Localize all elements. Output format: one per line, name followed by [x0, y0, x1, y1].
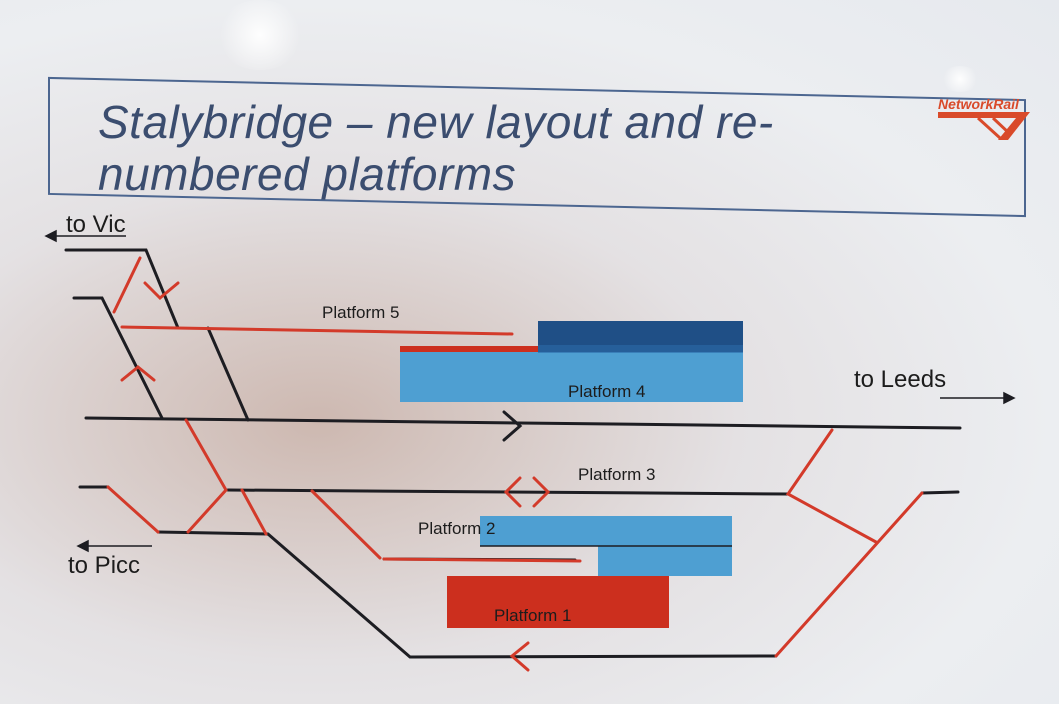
- destination-leeds: to Leeds: [854, 366, 947, 393]
- track-picc-2: [156, 530, 778, 659]
- arrow-leeds-head: [1003, 391, 1016, 405]
- direction-arrow-east: [502, 410, 523, 442]
- track-main-up: [84, 416, 962, 430]
- red-track-junction-west: [184, 418, 228, 534]
- track-crossover: [206, 326, 250, 422]
- arrow-vic-head: [44, 229, 57, 243]
- track-leeds-end: [920, 490, 960, 495]
- platform-4-block: [400, 352, 743, 402]
- red-double-arrow-right: [532, 476, 551, 508]
- destination-picc: to Picc: [68, 552, 141, 579]
- red-track-east-main: [774, 491, 924, 658]
- red-track-junction-link: [240, 488, 268, 536]
- red-track-platform-5: [120, 325, 514, 336]
- platform-1-block: [447, 576, 669, 628]
- arrow-picc-head: [76, 539, 89, 553]
- light-glare: [215, 0, 305, 70]
- platform-4-label: Platform 4: [568, 382, 646, 401]
- platform-4-upper-block: [538, 345, 743, 353]
- destination-vic: to Vic: [66, 211, 126, 238]
- platform-2-block: [480, 516, 732, 546]
- track-vic-2: [72, 296, 164, 420]
- platform-3-label: Platform 3: [578, 465, 656, 484]
- red-track-picc: [106, 485, 160, 534]
- network-rail-logo-icon: [938, 112, 1030, 140]
- platform-1-label: Platform 1: [494, 606, 572, 625]
- red-double-arrow-left: [503, 476, 522, 508]
- platform-5-label: Platform 5: [322, 303, 400, 322]
- platform-2-label: Platform 2: [418, 519, 496, 538]
- red-track-platform-2-siding: [382, 557, 582, 563]
- red-track-vic-link: [112, 256, 142, 314]
- track-vic-1: [64, 248, 180, 330]
- red-arrow-down: [143, 281, 180, 301]
- red-arrow-west: [509, 641, 530, 672]
- light-glare: [940, 66, 980, 92]
- platform-2-lower-block: [598, 546, 732, 576]
- red-track-platform-2: [310, 489, 382, 560]
- red-track-east-junction: [785, 428, 878, 544]
- red-arrow-up: [120, 365, 156, 382]
- brand-logo-text: NetworkRail: [938, 96, 1019, 112]
- page-title: Stalybridge – new layout and re-numbered…: [98, 96, 774, 200]
